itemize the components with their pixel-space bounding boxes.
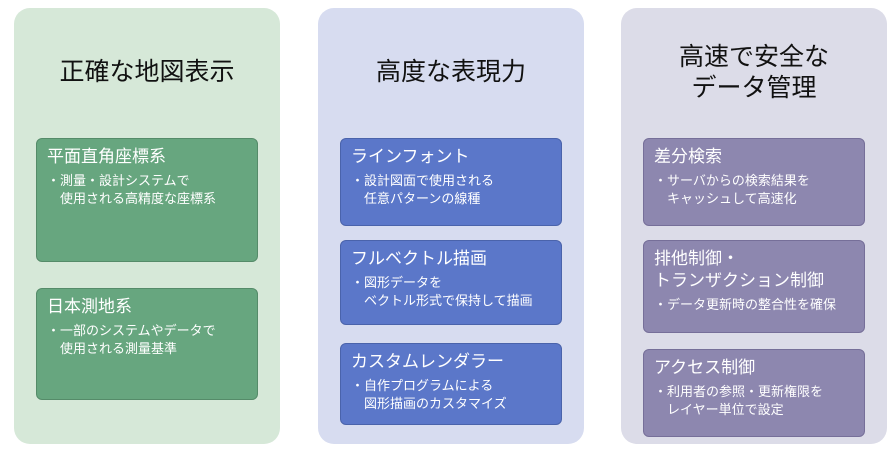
panel-advanced-expressiveness: 高度な表現力 ラインフォント ・設計図面で使用される 任意パターンの線種 フルベ… (318, 8, 584, 444)
feature-card: ラインフォント ・設計図面で使用される 任意パターンの線種 (340, 138, 562, 226)
card-body: ・測量・設計システムで 使用される高精度な座標系 (47, 173, 217, 207)
feature-card: 平面直角座標系 ・測量・設計システムで 使用される高精度な座標系 (36, 138, 258, 262)
panel-title: 正確な地図表示 (59, 58, 235, 87)
card-body: ・サーバからの検索結果を キャッシュして高速化 (654, 173, 810, 207)
card-title: 平面直角座標系 (47, 147, 166, 166)
card-body: ・図形データを ベクトル形式で保持して描画 (351, 275, 533, 309)
card-body: ・自作プログラムによる 図形描画のカスタマイズ (351, 378, 507, 412)
card-title: アクセス制御 (654, 358, 756, 377)
card-title: 排他制御・ トランザクション制御 (654, 249, 824, 291)
panel-title: 高度な表現力 (375, 58, 526, 87)
feature-card: 差分検索 ・サーバからの検索結果を キャッシュして高速化 (643, 138, 865, 226)
panel-title: 高速で安全な データ管理 (678, 42, 829, 102)
feature-card: アクセス制御 ・利用者の参照・更新権限を レイヤー単位で設定 (643, 349, 865, 437)
feature-card: 日本測地系 ・一部のシステムやデータで 使用される測量基準 (36, 288, 258, 400)
card-title: 差分検索 (654, 147, 722, 166)
feature-card: カスタムレンダラー ・自作プログラムによる 図形描画のカスタマイズ (340, 343, 562, 425)
feature-card: フルベクトル描画 ・図形データを ベクトル形式で保持して描画 (340, 240, 562, 325)
card-body: ・データ更新時の整合性を確保 (654, 297, 837, 313)
card-title: カスタムレンダラー (351, 352, 504, 371)
panel-fast-secure-data-management: 高速で安全な データ管理 差分検索 ・サーバからの検索結果を キャッシュして高速… (621, 8, 887, 444)
card-title: フルベクトル描画 (351, 249, 487, 268)
card-body: ・一部のシステムやデータで 使用される測量基準 (47, 323, 216, 357)
card-body: ・利用者の参照・更新権限を レイヤー単位で設定 (654, 384, 824, 418)
feature-card: 排他制御・ トランザクション制御 ・データ更新時の整合性を確保 (643, 240, 865, 333)
card-title: ラインフォント (351, 147, 470, 166)
panel-accurate-map-display: 正確な地図表示 平面直角座標系 ・測量・設計システムで 使用される高精度な座標系… (14, 8, 280, 444)
card-title: 日本測地系 (47, 297, 132, 316)
card-body: ・設計図面で使用される 任意パターンの線種 (351, 173, 495, 207)
